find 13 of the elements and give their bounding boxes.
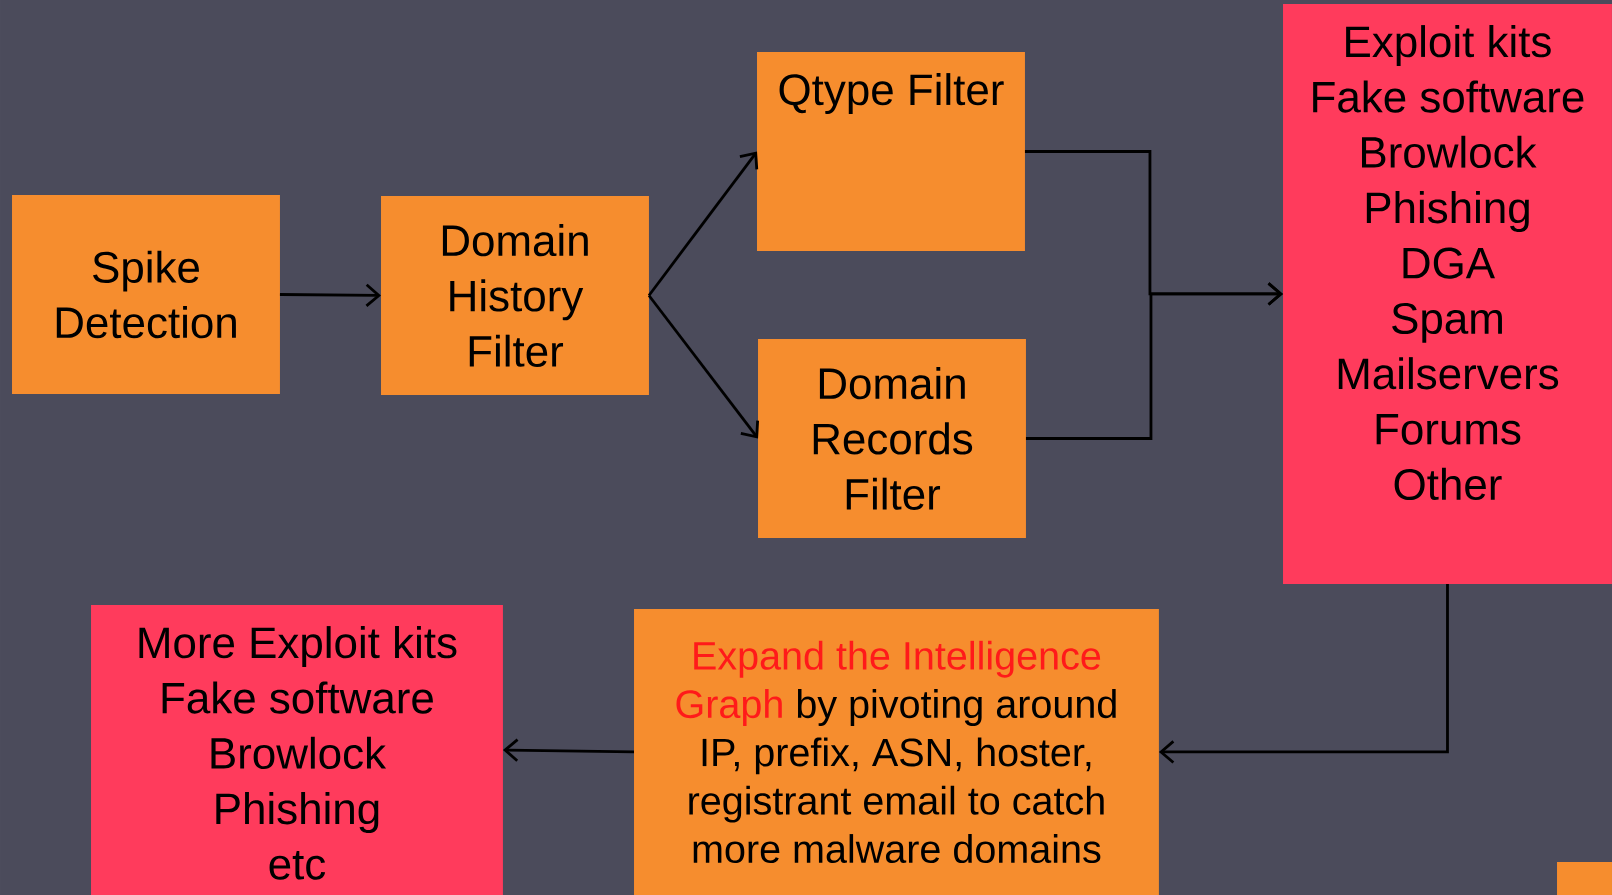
arrow <box>279 283 381 307</box>
process-box: Domain History Filter <box>381 196 649 395</box>
category-list-box: More Exploit kits Fake software Browlock Phishing etc <box>91 605 503 895</box>
process-box: Qtype Filter <box>757 52 1025 251</box>
arrow <box>647 151 759 297</box>
process-box: Domain Records Filter <box>758 339 1026 538</box>
arrow <box>502 738 635 762</box>
expansion-box: Expand the Intelligence Graph by pivoting around IP, prefix, ASN, hoster, registrant email to catch more malware domains <box>634 609 1159 895</box>
process-box: Spike Detection <box>12 195 280 394</box>
arrow <box>1158 583 1449 764</box>
category-list-box: Exploit kits Fake software Browlock Phishing DGA Spam Mailservers Forums Other <box>1283 4 1612 584</box>
arrow <box>647 294 760 439</box>
arrow <box>1025 282 1283 440</box>
